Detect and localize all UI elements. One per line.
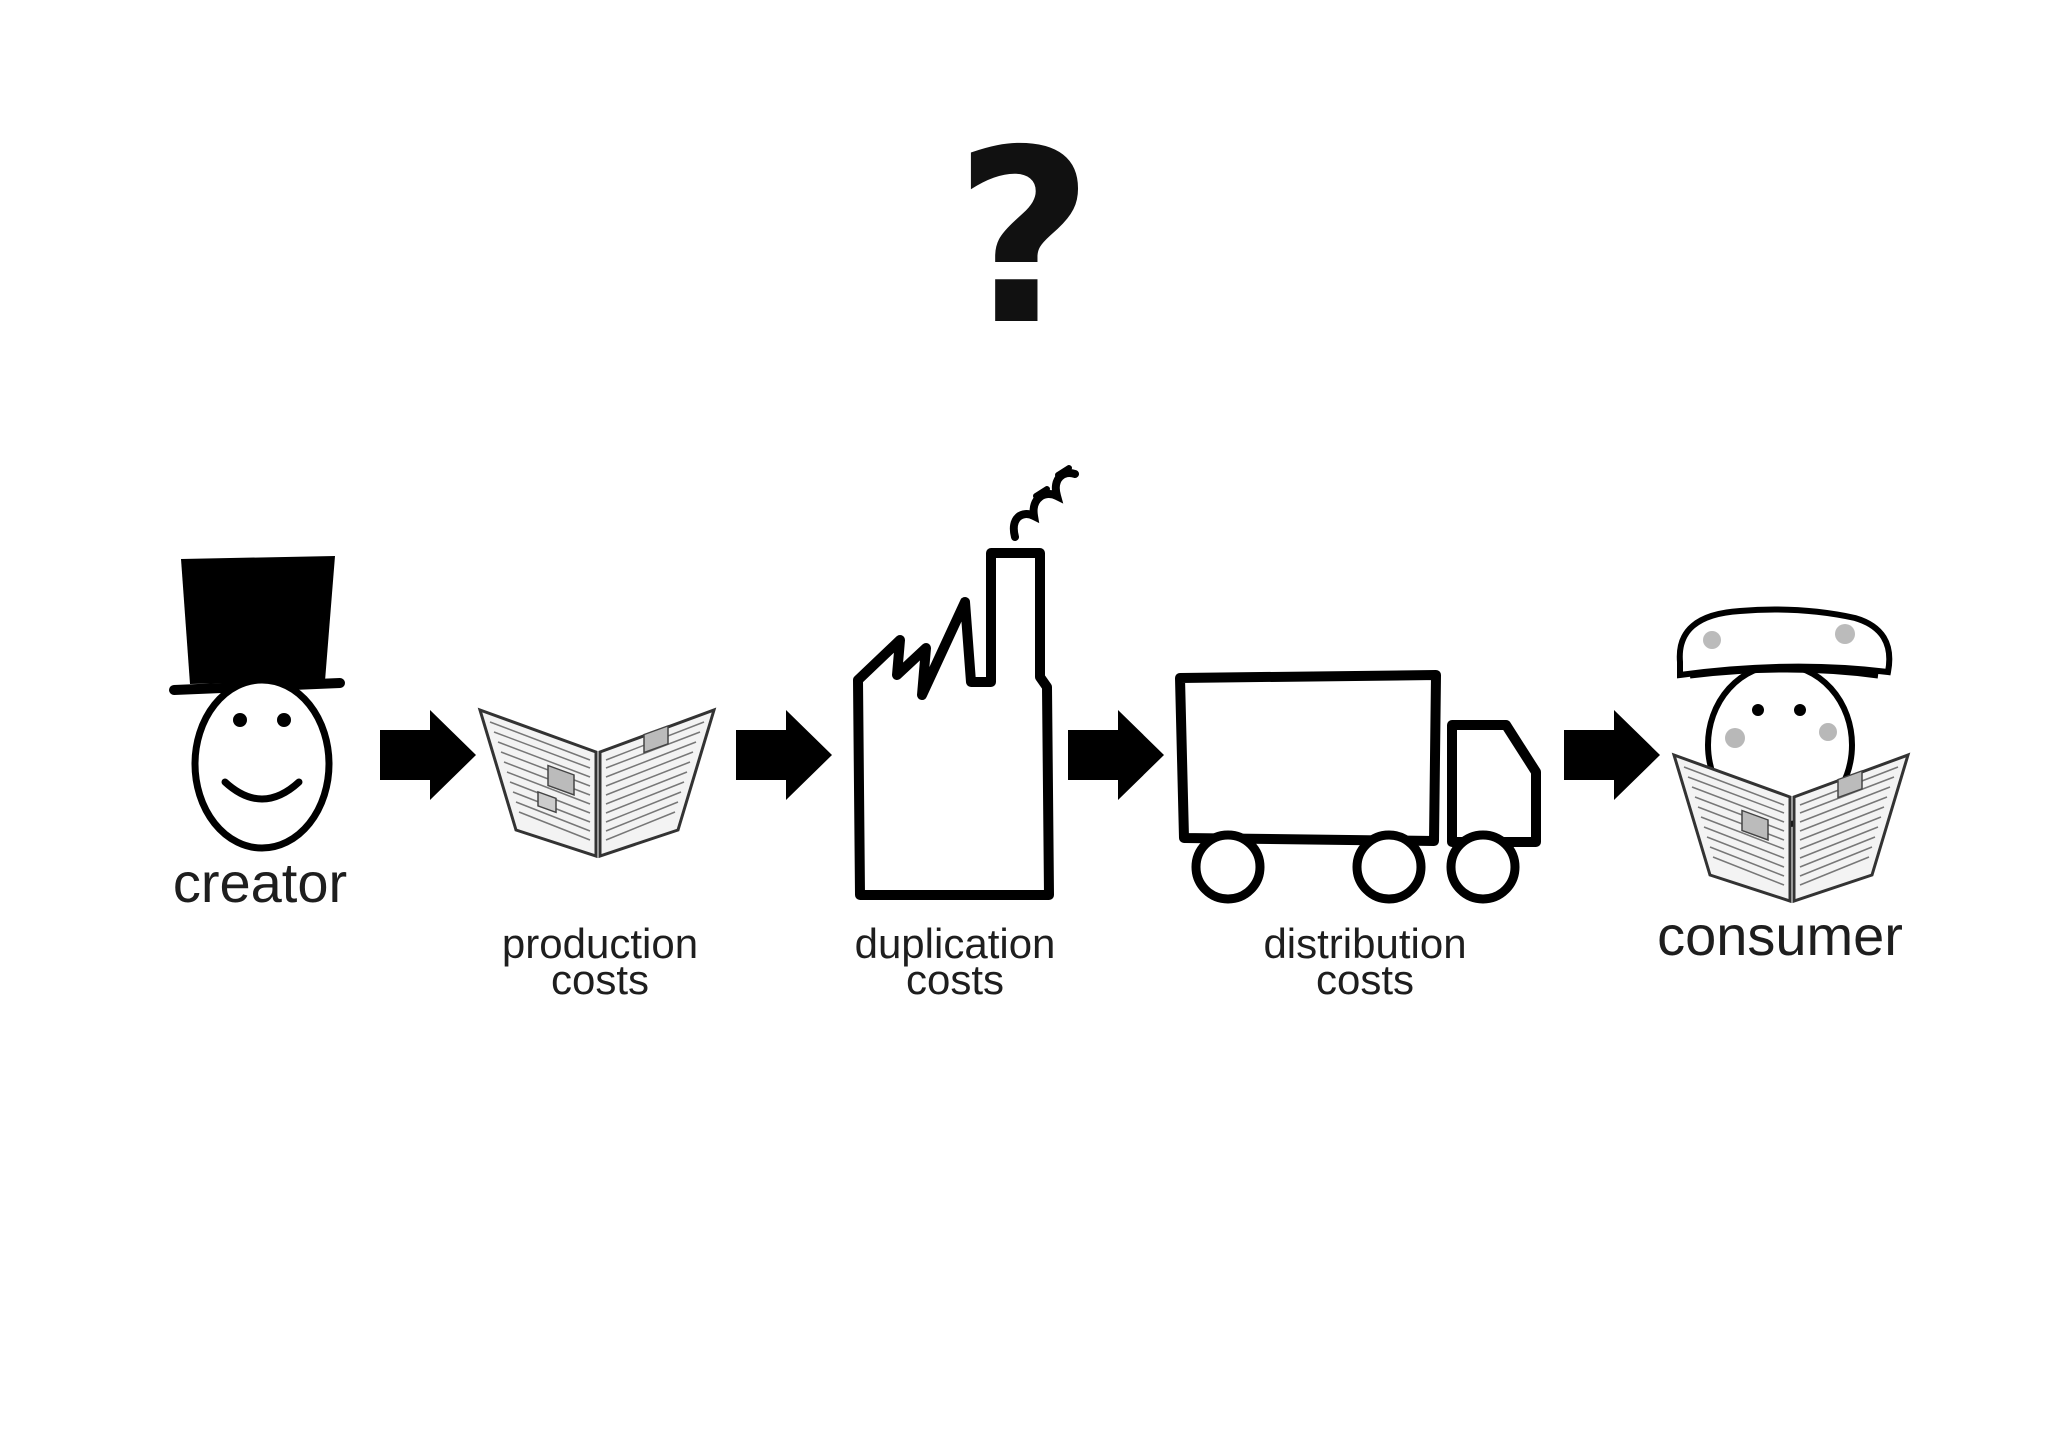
arrow-icon [1068,710,1164,800]
distribution-label-line1: distribution [1263,920,1467,967]
arrow-icon [736,710,832,800]
arrow-icon [380,710,476,800]
production-costs-label: production costs [460,920,740,1003]
consumer-label: consumer [1657,904,1903,967]
newspaper-icon [477,707,717,859]
duplication-label-line1: duplication [854,920,1056,967]
production-label-line1: production [501,920,699,967]
creator-label: creator [172,851,348,914]
arrow-icon [1564,710,1660,800]
duplication-costs-label: duplication costs [810,920,1100,1003]
distribution-costs-label: distribution costs [1220,920,1510,1003]
question-mark: ? [954,98,1094,378]
distribution-label-line2: costs [1315,956,1415,1003]
duplication-label-line2: costs [905,956,1005,1003]
production-label-line2: costs [550,956,650,1003]
